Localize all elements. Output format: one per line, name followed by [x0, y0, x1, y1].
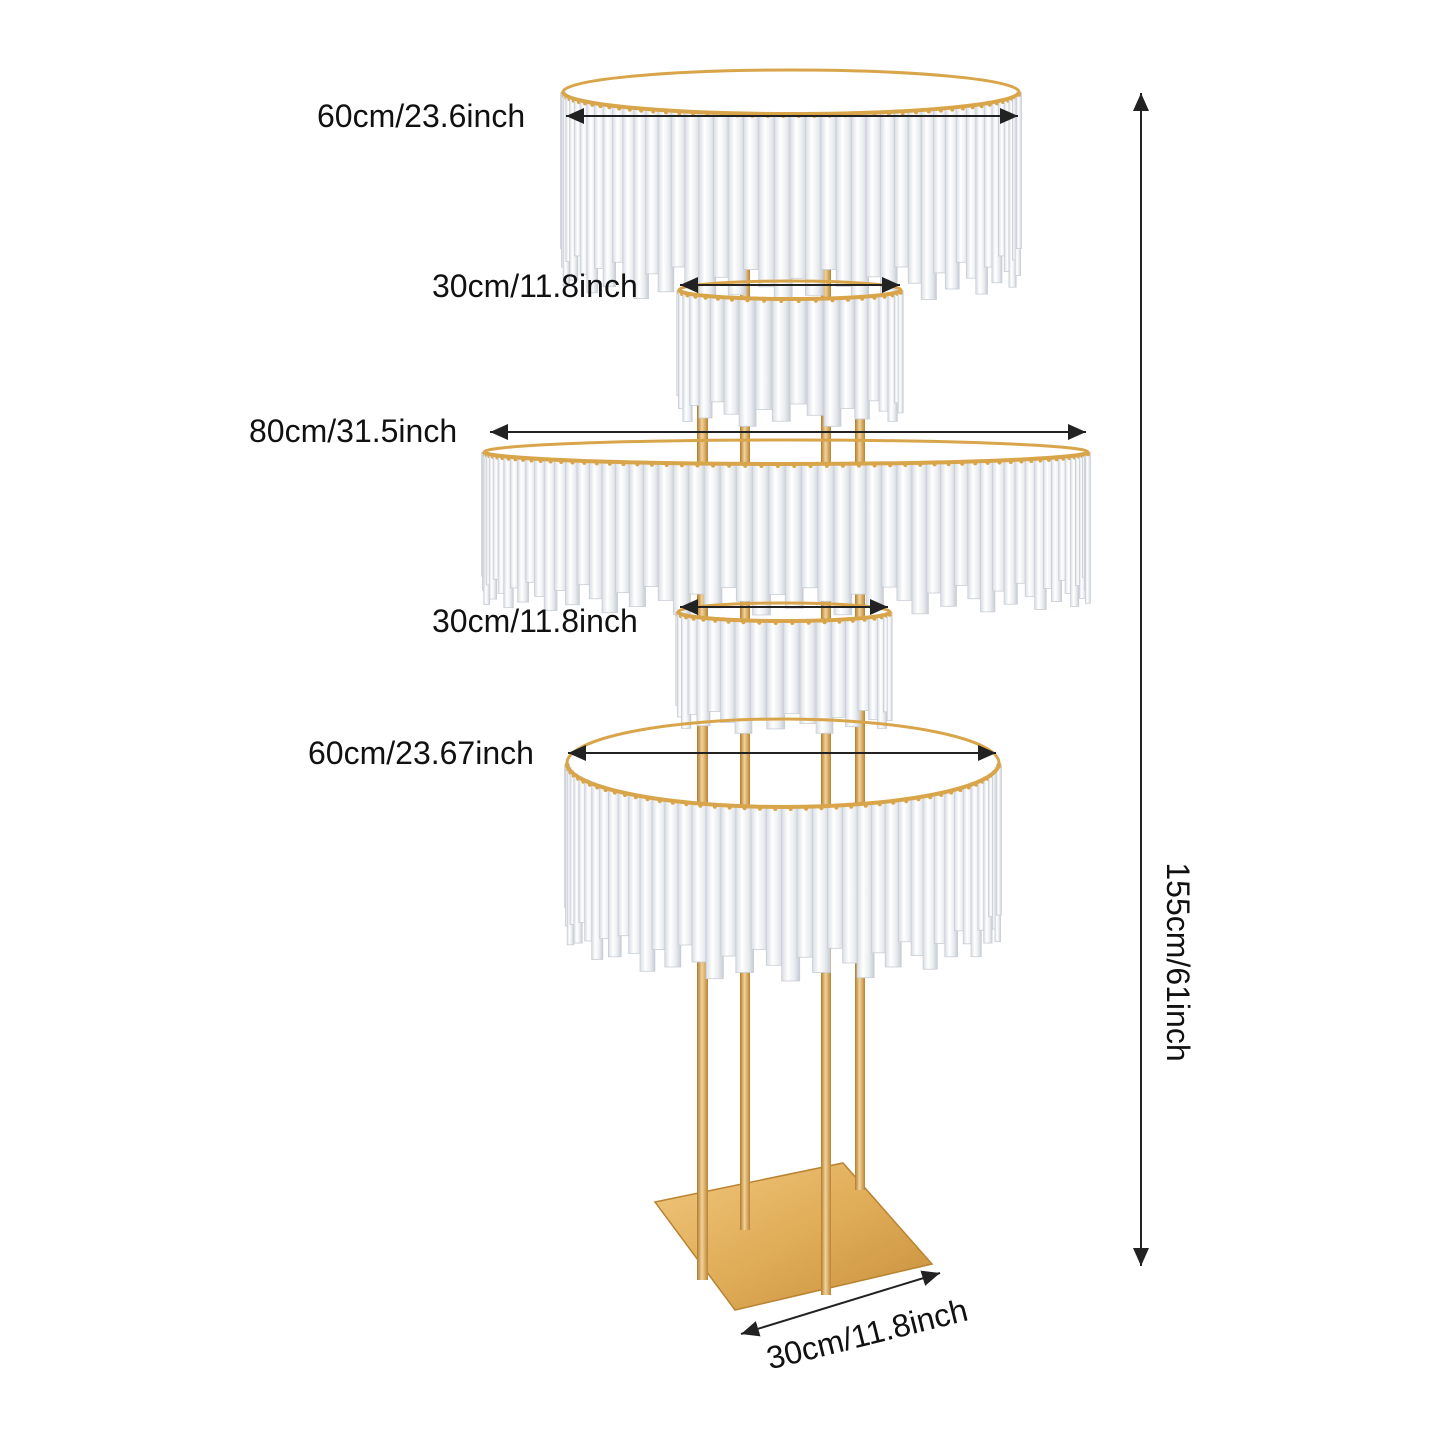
crystal-prism — [839, 297, 857, 409]
crystal-tiers — [481, 68, 1091, 982]
crystal-prism — [720, 619, 737, 723]
base-width-arrow — [740, 1270, 941, 1337]
crystal-prism — [719, 463, 739, 588]
crystal-prism — [672, 462, 691, 615]
lower-small-tier-front-ring — [676, 611, 892, 623]
crystal-prism — [854, 296, 870, 420]
crystal-prism — [806, 298, 826, 416]
bottom-tier-front-ring — [565, 762, 1001, 809]
upper-small-tier — [676, 279, 904, 427]
crystal-prism — [911, 462, 929, 615]
crystal-prism — [801, 463, 820, 589]
crystal-prism — [784, 463, 804, 609]
crystal-prism — [782, 620, 802, 715]
crystal-prism — [703, 463, 723, 609]
crystal-prism — [735, 463, 755, 602]
crystal-prism — [886, 612, 893, 722]
crystal-prism — [657, 462, 676, 601]
crystal-prism — [897, 290, 904, 414]
crystal-prism — [823, 297, 842, 427]
top-tier-dimension-label: 60cm/23.6inch — [317, 98, 526, 134]
crystal-prism — [833, 463, 853, 616]
crystal-prism — [815, 619, 834, 734]
crystal-prism — [698, 295, 713, 419]
crystal-prism — [628, 461, 646, 607]
middle-tier-front-ring — [482, 450, 1090, 466]
dimension-arrows — [490, 93, 1149, 1337]
bottom-tier — [564, 717, 1002, 982]
crystal-prism — [831, 619, 848, 718]
crystal-prism — [789, 298, 809, 405]
crystal-prism — [865, 463, 884, 609]
middle-tier-dimension-label: 80cm/31.5inch — [249, 413, 458, 449]
crystal-prism — [817, 463, 837, 602]
crystal-prism — [752, 463, 771, 616]
middle-tier — [481, 438, 1091, 616]
crystal-prism — [896, 462, 915, 601]
crystal-prism — [734, 619, 753, 734]
crystal-prism — [849, 463, 869, 595]
total-height-dimension-label: 155cm/61inch — [1160, 862, 1196, 1062]
crystal-prism — [768, 463, 788, 596]
crystal-prism — [688, 463, 707, 595]
crystal-prism — [754, 298, 774, 410]
bottom-tier-dimension-label: 60cm/23.67inch — [308, 735, 534, 771]
lower-small-tier-dimension-label: 30cm/11.8inch — [432, 603, 638, 639]
upper-small-tier-front-ring — [677, 289, 903, 301]
crystal-prism — [881, 462, 900, 588]
crystal-prism — [996, 764, 1002, 916]
crystal-prism — [710, 296, 726, 403]
lower-small-tier — [675, 601, 893, 734]
crystal-prism — [738, 297, 757, 427]
crystal-prism — [750, 620, 769, 719]
crystal-prism — [723, 297, 741, 415]
crystal-prism — [766, 620, 786, 730]
upper-small-tier-dimension-label: 30cm/11.8inch — [432, 268, 638, 304]
crystal-prism — [771, 298, 791, 422]
crystal-prism — [1085, 451, 1091, 604]
crystal-prism — [799, 620, 818, 724]
crystal-prism — [926, 461, 944, 594]
crystal-prism — [643, 462, 661, 587]
